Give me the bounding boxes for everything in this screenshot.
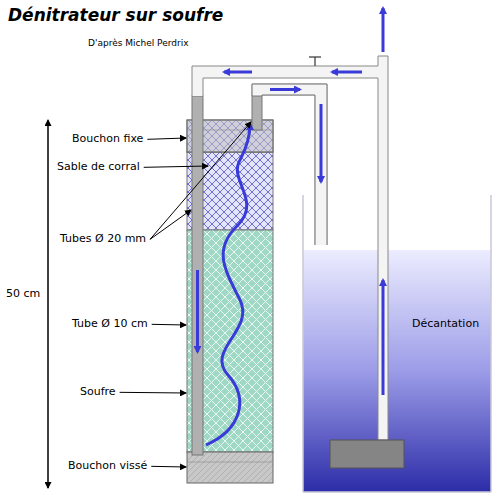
part-label: Soufre xyxy=(80,386,116,399)
leader-line xyxy=(152,324,186,326)
part-label: Bouchon vissé xyxy=(68,460,147,473)
leader-line xyxy=(147,138,186,139)
leader-line xyxy=(144,166,208,167)
leader-line xyxy=(150,210,191,239)
leader-line xyxy=(150,122,251,239)
dimension-label: 50 cm xyxy=(6,288,40,301)
title: Dénitrateur sur soufre xyxy=(8,5,223,25)
tank-label: Décantation xyxy=(412,318,479,331)
leader-line xyxy=(151,466,186,468)
leader-line xyxy=(120,392,186,394)
part-label: Bouchon fixe xyxy=(72,133,143,146)
subtitle: D'après Michel Perdrix xyxy=(88,38,188,48)
part-label: Tube Ø 10 cm xyxy=(72,318,148,331)
part-label: Tubes Ø 20 mm xyxy=(60,233,146,246)
part-label: Sable de corral xyxy=(57,161,140,174)
